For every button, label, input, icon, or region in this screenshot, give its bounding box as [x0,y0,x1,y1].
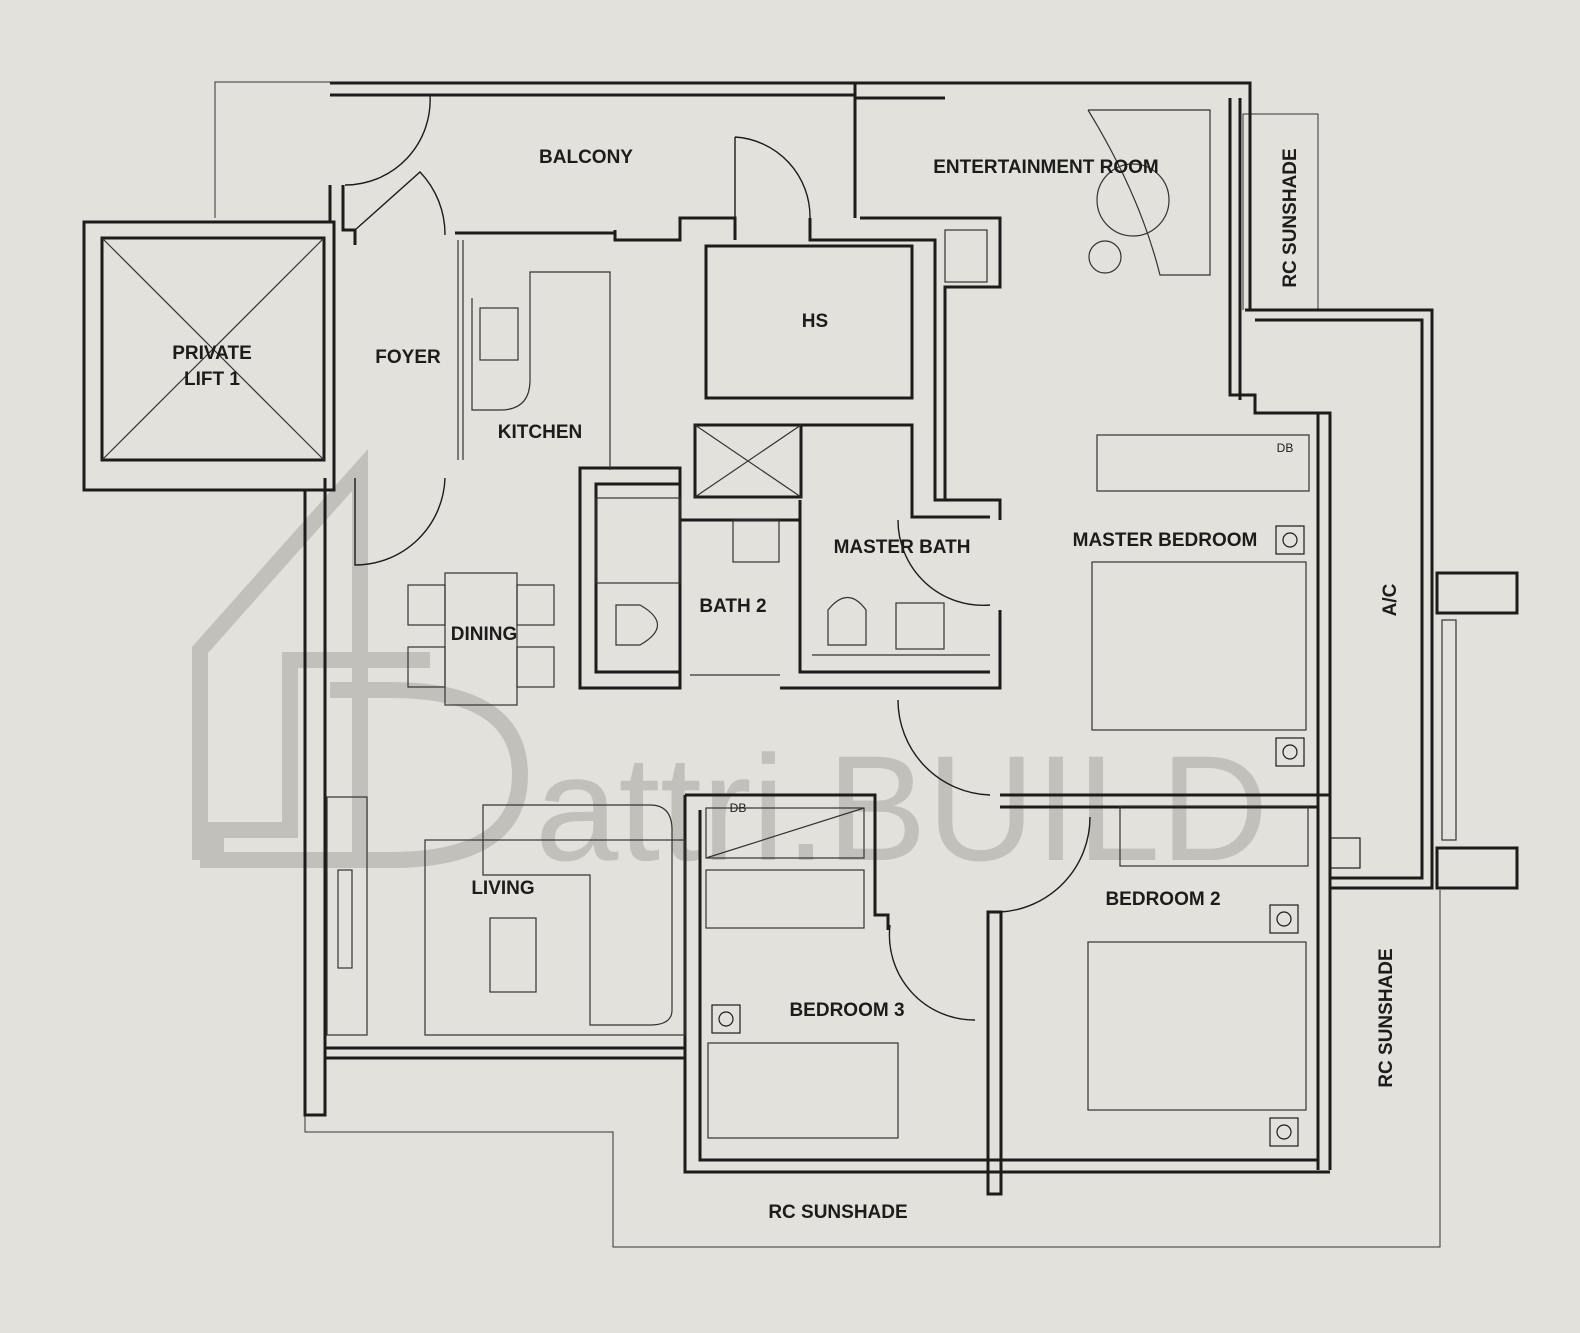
room-label-living: LIVING [471,878,535,899]
room-label-balcony: BALCONY [539,147,633,168]
room-label-bath-2: BATH 2 [699,596,767,617]
socket-icons [711,525,1361,1147]
db-label-master: DB [1276,441,1294,455]
room-label-master-bedroom: MASTER BEDROOM [1072,530,1258,551]
room-label-private-lift-line2: LIFT 1 [184,369,240,390]
annotation-rc-sunshade-top: RC SUNSHADE [1280,148,1301,288]
room-label-bedroom-3: BEDROOM 3 [789,1000,905,1021]
fixtures [101,109,1457,1139]
room-label-private-lift-line1: PRIVATE [172,343,252,364]
room-label-master-bath: MASTER BATH [833,537,971,558]
room-label-bedroom-2: BEDROOM 2 [1105,889,1221,910]
annotation-rc-sunshade-right: RC SUNSHADE [1376,948,1397,1088]
walls [82,81,1519,1196]
room-label-ac: A/C [1380,583,1401,617]
annotation-rc-sunshade-bottom: RC SUNSHADE [768,1202,908,1223]
room-label-entertainment-room: ENTERTAINMENT ROOM [933,157,1159,178]
watermark-logo [192,448,529,868]
db-label-bedroom3: DB [729,801,747,815]
room-label-foyer: FOYER [375,347,441,368]
room-label-dining: DINING [450,624,518,645]
room-label-hs: HS [801,311,829,332]
doors [344,94,1091,1021]
room-label-kitchen: KITCHEN [497,422,583,443]
sunshade-outlines [214,81,1441,1248]
